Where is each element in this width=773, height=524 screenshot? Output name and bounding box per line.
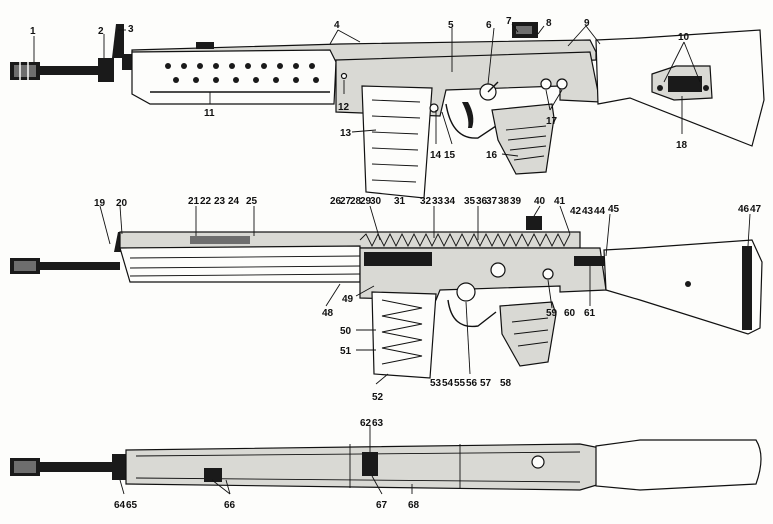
callout-42: 42 [570,206,582,217]
callout-2: 2 [98,26,104,37]
callout-15: 15 [444,150,456,161]
callout-26: 26 [330,196,342,207]
callout-56: 56 [466,378,478,389]
callout-23: 23 [214,196,226,207]
callout-5: 5 [448,20,454,31]
callout-12: 12 [338,102,350,113]
callout-25: 25 [246,196,258,207]
callout-60: 60 [564,308,576,319]
callout-1: 1 [30,26,36,37]
callout-21: 21 [188,196,200,207]
callout-14: 14 [430,150,442,161]
callout-45: 45 [608,204,620,215]
callout-9: 9 [584,18,590,29]
callout-52: 52 [372,392,384,403]
callout-3: 3 [128,24,134,35]
callout-68: 68 [408,500,420,511]
callout-16: 16 [486,150,498,161]
callout-4: 4 [334,20,340,31]
callout-8: 8 [546,18,552,29]
side-view-drawing [10,22,765,199]
callout-20: 20 [116,198,128,209]
callout-30: 30 [370,196,382,207]
callout-37: 37 [486,196,498,207]
callout-17: 17 [546,116,558,127]
callout-44: 44 [594,206,606,217]
callout-58: 58 [500,378,512,389]
callout-27: 27 [340,196,352,207]
callout-53: 53 [430,378,442,389]
callout-19: 19 [94,198,106,209]
callout-13: 13 [340,128,352,139]
callout-11: 11 [204,108,215,119]
callout-28: 28 [350,196,362,207]
callout-29: 29 [360,196,372,207]
callout-50: 50 [340,326,352,337]
callout-65: 65 [126,500,138,511]
callout-55: 55 [454,378,466,389]
callout-49: 49 [342,294,354,305]
callout-24: 24 [228,196,240,207]
callout-33: 33 [432,196,444,207]
callout-36: 36 [476,196,488,207]
callout-66: 66 [224,500,236,511]
callout-38: 38 [498,196,510,207]
callout-10: 10 [678,32,690,43]
callout-51: 51 [340,346,352,357]
callout-54: 54 [442,378,454,389]
callout-47: 47 [750,204,762,215]
callout-48: 48 [322,308,334,319]
callout-62: 62 [360,418,372,429]
cutaway-view-drawing [10,216,763,379]
callout-43: 43 [582,206,594,217]
top-view-drawing [10,439,762,491]
callout-32: 32 [420,196,432,207]
callout-leaders [33,23,751,495]
callout-41: 41 [554,196,566,207]
callout-18: 18 [676,140,688,151]
callout-6: 6 [486,20,492,31]
callout-61: 61 [584,308,596,319]
callout-57: 57 [480,378,492,389]
callout-64: 64 [114,500,126,511]
callout-67: 67 [376,500,388,511]
callout-46: 46 [738,204,750,215]
callout-63: 63 [372,418,384,429]
callout-39: 39 [510,196,522,207]
callout-7: 7 [506,16,512,27]
callout-22: 22 [200,196,212,207]
callout-59: 59 [546,308,558,319]
callout-34: 34 [444,196,456,207]
callout-35: 35 [464,196,476,207]
callout-40: 40 [534,196,546,207]
callout-31: 31 [394,196,406,207]
